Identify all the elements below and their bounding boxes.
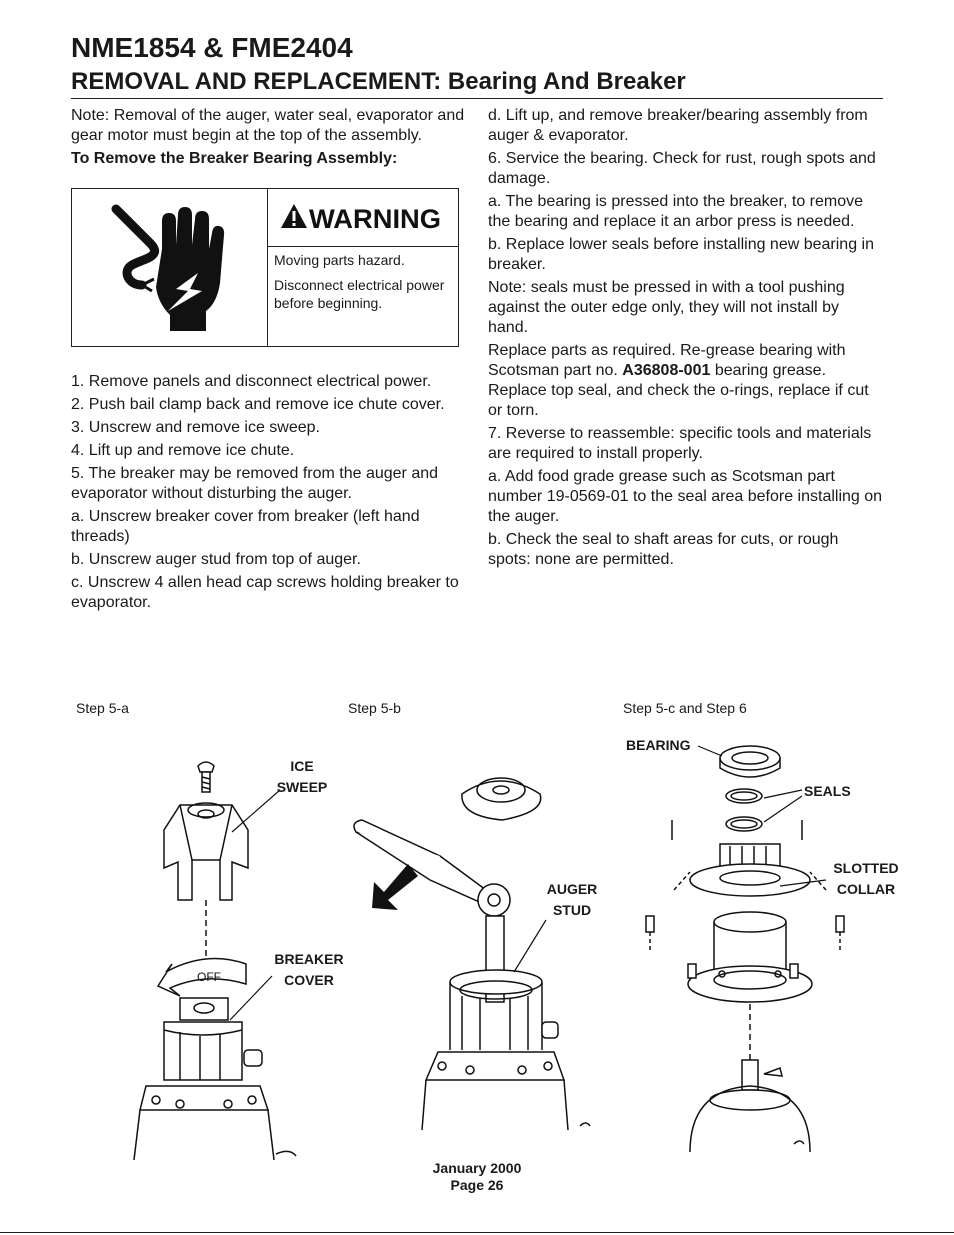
figure-step-5a: OFF xyxy=(133,761,297,1161)
step-label-5a: Step 5-a xyxy=(76,700,129,716)
steps-list: 1. Remove panels and disconnect electric… xyxy=(71,372,466,616)
left-column: Note: Removal of the auger, water seal, … xyxy=(71,106,466,172)
header-rule xyxy=(71,98,883,99)
step-6: 6. Service the bearing. Check for rust, … xyxy=(488,150,876,187)
callout-auger-stud: AUGER STUD xyxy=(546,881,598,918)
callout-slotted-collar: SLOTTED COLLAR xyxy=(833,860,899,897)
step-3: 3. Unscrew and remove ice sweep. xyxy=(71,419,320,436)
step-5b: b. Unscrew auger stud from top of auger. xyxy=(71,551,361,568)
warning-header: WARNING xyxy=(281,204,441,234)
step-5a: a. Unscrew breaker cover from breaker (l… xyxy=(71,508,420,545)
part-number: A36808-001 xyxy=(622,362,711,379)
warning-box: WARNING Moving parts hazard. Disconnect … xyxy=(71,188,459,347)
intro-note: Note: Removal of the auger, water seal, … xyxy=(71,107,465,144)
page-number: Page 26 xyxy=(450,1177,504,1193)
right-column: d. Lift up, and remove breaker/bearing a… xyxy=(488,106,883,573)
step-7b: b. Check the seal to shaft areas for cut… xyxy=(488,531,839,568)
electric-shock-hand-icon xyxy=(111,204,225,331)
step-label-5c-6: Step 5-c and Step 6 xyxy=(623,700,747,716)
section-heading: To Remove the Breaker Bearing Assembly: xyxy=(71,150,398,167)
step-4: 4. Lift up and remove ice chute. xyxy=(71,442,295,459)
off-label: OFF xyxy=(197,970,221,984)
callout-seals: SEALS xyxy=(804,783,851,799)
figure-step-5b xyxy=(353,777,591,1131)
figure-step-5c-6 xyxy=(645,745,845,1153)
step-7: 7. Reverse to reassemble: specific tools… xyxy=(488,425,872,462)
warning-line-1: Moving parts hazard. xyxy=(274,252,405,268)
step-6b: b. Replace lower seals before installing… xyxy=(488,236,874,273)
step-label-5b: Step 5-b xyxy=(348,700,401,716)
step-2: 2. Push bail clamp back and remove ice c… xyxy=(71,396,445,413)
step-5d: d. Lift up, and remove breaker/bearing a… xyxy=(488,107,868,144)
page-subtitle: REMOVAL AND REPLACEMENT: Bearing And Bre… xyxy=(71,68,686,95)
callout-bearing: BEARING xyxy=(626,737,691,753)
callout-ice-sweep: ICE SWEEP xyxy=(276,758,328,795)
callout-breaker-cover: BREAKER COVER xyxy=(274,951,344,988)
regrease-note: Replace parts as required. Re-grease bea… xyxy=(488,342,869,419)
seal-note: Note: seals must be pressed in with a to… xyxy=(488,279,845,336)
step-1: 1. Remove panels and disconnect electric… xyxy=(71,373,432,390)
warning-line-2: Disconnect electrical power before begin… xyxy=(274,277,445,311)
warning-label: WARNING xyxy=(309,204,441,234)
footer-date: January 2000 xyxy=(432,1160,522,1176)
step-5: 5. The breaker may be removed from the a… xyxy=(71,465,439,502)
step-5c: c. Unscrew 4 allen head cap screws holdi… xyxy=(71,574,459,611)
footer-rule xyxy=(0,1232,954,1233)
step-7a: a. Add food grade grease such as Scotsma… xyxy=(488,468,883,525)
rotation-arrow-icon xyxy=(372,864,418,910)
page-title: NME1854 & FME2404 xyxy=(71,32,353,63)
step-6a: a. The bearing is pressed into the break… xyxy=(488,193,864,230)
